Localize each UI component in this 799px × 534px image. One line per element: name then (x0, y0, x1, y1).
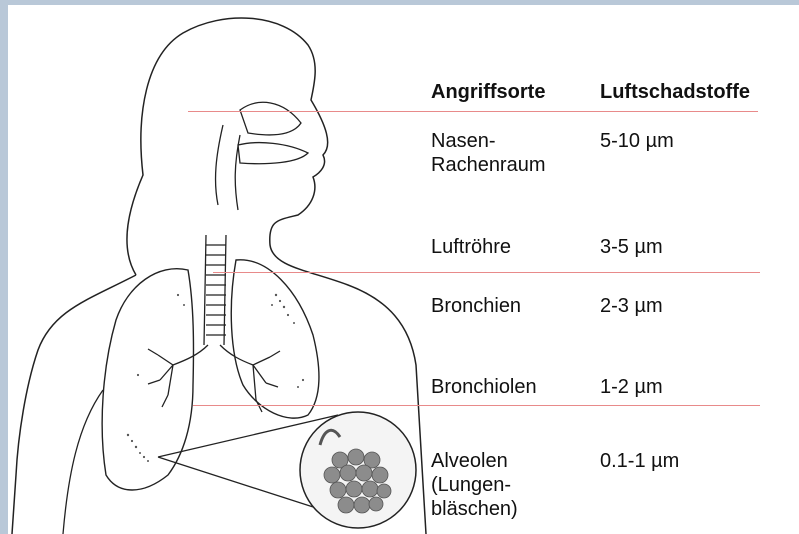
divider-bronchioles (193, 405, 760, 406)
oral-cavity (238, 143, 308, 164)
left-lung (102, 269, 193, 490)
header-sites: Angriffsorte (431, 80, 545, 104)
size-label: 2-3 µm (600, 294, 663, 318)
body-outline-left (12, 275, 136, 534)
pharynx (216, 125, 240, 210)
arm-inner-line (63, 390, 103, 534)
site-label: Bronchien (431, 294, 521, 318)
site-label: Alveolen (Lungen- bläschen) (431, 449, 518, 521)
bronchial-tree (148, 345, 280, 412)
size-label: 1-2 µm (600, 375, 663, 399)
header-pollutants: Luftschadstoffe (600, 80, 750, 104)
site-label: Luftröhre (431, 235, 511, 259)
size-label: 0.1-1 µm (600, 449, 679, 473)
site-label: Bronchiolen (431, 375, 537, 399)
size-label: 5-10 µm (600, 129, 674, 153)
lung-speckles (127, 294, 304, 462)
nasal-cavity (240, 102, 301, 135)
size-label: 3-5 µm (600, 235, 663, 259)
divider-trachea (213, 272, 760, 273)
diagram-panel: Angriffsorte Luftschadstoffe Nasen- Rach… (8, 5, 799, 534)
divider-header (188, 111, 758, 112)
right-lung (231, 260, 319, 418)
site-label: Nasen- Rachenraum (431, 129, 546, 177)
trachea (204, 235, 226, 345)
